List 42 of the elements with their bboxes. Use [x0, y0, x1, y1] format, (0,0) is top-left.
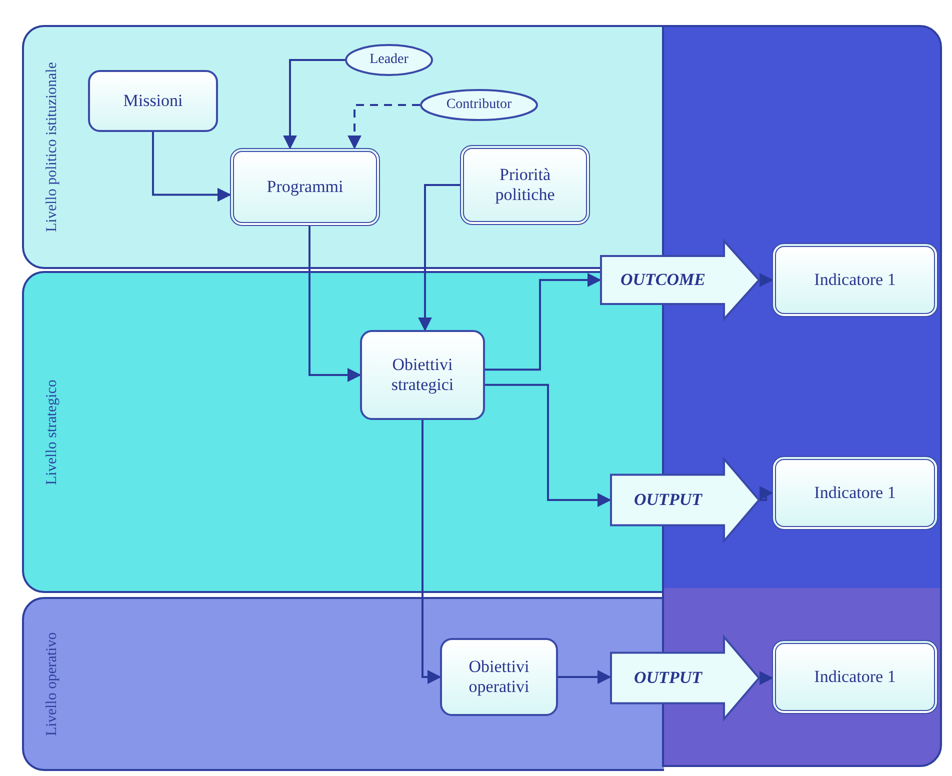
node-label: OUTPUT	[633, 490, 704, 510]
stacked-box	[772, 243, 938, 317]
stacked-box	[230, 148, 380, 226]
node-label: Missioni	[122, 91, 184, 111]
connector-arrow	[348, 104, 420, 150]
connector-arrow	[759, 486, 774, 501]
process-box	[88, 70, 218, 132]
connector-arrow	[485, 273, 602, 371]
connector-arrow	[558, 670, 612, 684]
process-box	[440, 638, 558, 716]
stacked-box	[460, 145, 590, 225]
role-ellipse	[345, 44, 433, 76]
connector-arrow	[422, 420, 442, 684]
connector-arrow	[759, 671, 774, 685]
process-box	[360, 330, 485, 420]
connector-arrow	[308, 226, 362, 382]
connector-arrow	[152, 132, 232, 202]
node-label: Indicatore 1	[813, 270, 897, 290]
node-label: Indicatore 1	[813, 483, 897, 503]
signpost-box	[610, 458, 760, 542]
connector-arrow	[485, 384, 612, 507]
role-ellipse	[420, 89, 538, 121]
stacked-box	[772, 640, 938, 714]
node-label: OUTCOME	[619, 270, 706, 290]
connector-arrow	[418, 184, 460, 332]
node-label: Obiettivi operativi	[468, 657, 530, 697]
node-label: Contributor	[445, 97, 513, 113]
level-band	[22, 25, 664, 269]
connector-arrow	[283, 59, 345, 150]
band-label: Livello operativo	[42, 631, 61, 738]
node-label: Indicatore 1	[813, 667, 897, 687]
node-label: Programmi	[266, 177, 344, 197]
stacked-box	[772, 456, 938, 530]
node-label: OUTPUT	[633, 668, 704, 688]
node-label: Leader	[368, 52, 410, 68]
signpost-box	[610, 636, 760, 720]
signpost-box	[600, 240, 760, 320]
band-label: Livello politico istituzionale	[42, 61, 61, 234]
band-label: Livello strategico	[42, 378, 61, 487]
node-label: Obiettivi strategici	[390, 355, 455, 395]
connector-arrow	[759, 273, 774, 287]
node-label: Priorità politiche	[494, 165, 556, 205]
